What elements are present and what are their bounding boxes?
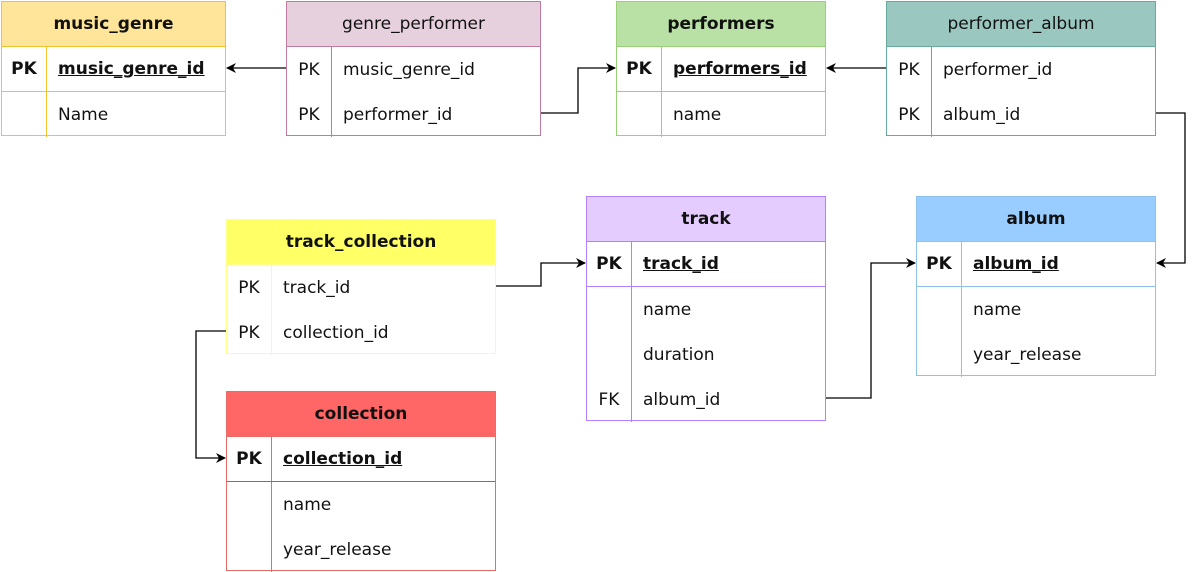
key-cell: [587, 332, 632, 377]
field-name: name: [283, 494, 332, 515]
pk-label: PK: [887, 92, 932, 137]
pk-row: PK music_genre_id: [2, 47, 225, 92]
connector-track-collection-to-collection: [195, 330, 226, 463]
pk-label: PK: [227, 310, 272, 355]
field-row: PK performer_id: [287, 92, 540, 137]
key-cell: [227, 527, 272, 572]
pk-field: album_id: [973, 254, 1059, 274]
key-cell: [917, 332, 962, 377]
field-name: performer_id: [943, 59, 1053, 80]
field-row: name: [227, 482, 495, 527]
connector-performer-album-to-album: [1156, 112, 1186, 268]
key-cell: [587, 287, 632, 332]
field-row: PK track_id: [227, 265, 495, 310]
pk-label: PK: [2, 47, 47, 91]
connector-track-collection-to-track: [496, 258, 586, 287]
pk-label: PK: [617, 47, 662, 91]
field-name: name: [673, 104, 722, 125]
connector-track-to-album: [826, 258, 916, 399]
pk-field: track_id: [643, 254, 719, 274]
table-header: collection: [227, 392, 495, 437]
field-name: collection_id: [283, 322, 389, 343]
pk-row: PK track_id: [587, 242, 825, 287]
table-track-collection[interactable]: track_collection PK track_id PK collecti…: [226, 219, 496, 355]
field-row: duration: [587, 332, 825, 377]
pk-field: collection_id: [283, 449, 403, 469]
pk-row: PK album_id: [917, 242, 1155, 287]
pk-label: PK: [227, 265, 272, 310]
key-cell: [617, 92, 662, 137]
table-header: performer_album: [887, 2, 1155, 47]
fk-label: FK: [587, 377, 632, 422]
table-collection[interactable]: collection PK collection_id name year_re…: [226, 391, 496, 572]
field-name: music_genre_id: [343, 59, 475, 80]
field-row: PK collection_id: [227, 310, 495, 355]
field-row: name: [617, 92, 825, 137]
table-track[interactable]: track PK track_id name duration FK album…: [586, 196, 826, 422]
field-name: album_id: [943, 104, 1021, 125]
field-row: PK performer_id: [887, 47, 1155, 92]
pk-label: PK: [887, 47, 932, 92]
field-row: year_release: [227, 527, 495, 572]
field-name: duration: [643, 344, 715, 365]
field-name: year_release: [283, 539, 392, 560]
key-cell: [917, 287, 962, 332]
field-name: name: [973, 299, 1022, 320]
field-row: name: [587, 287, 825, 332]
fk-row: FK album_id: [587, 377, 825, 422]
field-name: Name: [58, 104, 109, 125]
pk-row: PK collection_id: [227, 437, 495, 482]
table-header: performers: [617, 2, 825, 47]
table-album[interactable]: album PK album_id name year_release: [916, 196, 1156, 377]
field-name: performer_id: [343, 104, 453, 125]
field-name: track_id: [283, 277, 351, 298]
field-row: PK album_id: [887, 92, 1155, 137]
field-name: year_release: [973, 344, 1082, 365]
table-music-genre[interactable]: music_genre PK music_genre_id Name: [1, 1, 226, 137]
pk-field: music_genre_id: [58, 59, 205, 79]
field-row: Name: [2, 92, 225, 137]
table-header: track: [587, 197, 825, 242]
key-cell: [227, 482, 272, 527]
field-row: year_release: [917, 332, 1155, 377]
table-performer-album[interactable]: performer_album PK performer_id PK album…: [886, 1, 1156, 137]
pk-field: performers_id: [673, 59, 807, 79]
table-header: track_collection: [227, 220, 495, 265]
table-genre-performer[interactable]: genre_performer PK music_genre_id PK per…: [286, 1, 541, 137]
field-row: PK music_genre_id: [287, 47, 540, 92]
table-performers[interactable]: performers PK performers_id name: [616, 1, 826, 137]
pk-label: PK: [917, 242, 962, 286]
fk-field: album_id: [643, 389, 721, 410]
pk-label: PK: [227, 437, 272, 481]
key-cell: [2, 92, 47, 137]
field-row: name: [917, 287, 1155, 332]
field-name: name: [643, 299, 692, 320]
pk-label: PK: [287, 47, 332, 92]
pk-label: PK: [287, 92, 332, 137]
table-header: music_genre: [2, 2, 225, 47]
table-header: genre_performer: [287, 2, 540, 47]
pk-label: PK: [587, 242, 632, 286]
pk-row: PK performers_id: [617, 47, 825, 92]
table-header: album: [917, 197, 1155, 242]
connector-genre-performer-to-performers: [541, 63, 616, 114]
